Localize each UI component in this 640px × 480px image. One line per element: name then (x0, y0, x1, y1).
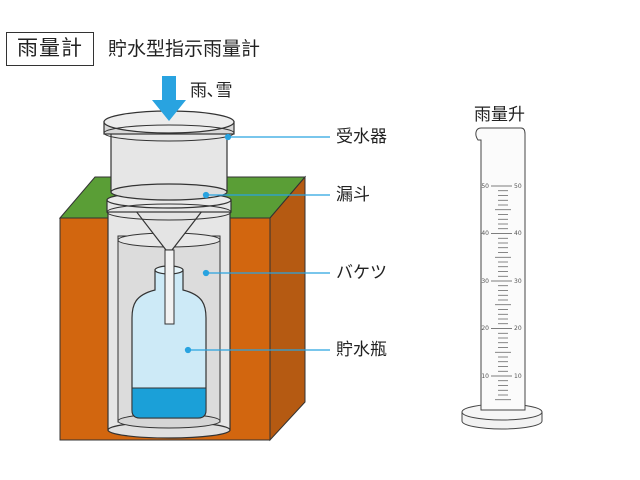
cylinder-scale-ticks (491, 185, 512, 401)
rain-arrow-icon (152, 76, 186, 121)
label-bucket: バケツ (336, 263, 387, 283)
label-rain-snow: 雨､雪 (190, 81, 233, 101)
label-storage-bottle: 貯水瓶 (336, 340, 387, 360)
scale-label-20-left: 20 (481, 325, 489, 332)
label-receiver: 受水器 (336, 127, 387, 147)
label-funnel: 漏斗 (336, 185, 370, 205)
ground-side (269, 175, 306, 442)
storage-bottle (131, 265, 207, 419)
stored-water (131, 387, 207, 419)
cylinder-title: 雨量升 (474, 105, 525, 125)
receiver (103, 110, 235, 201)
measuring-cylinder: 50 50 40 40 30 30 20 20 10 10 (461, 127, 543, 430)
scale-label-30-left: 30 (481, 278, 489, 285)
leader-lines (184, 133, 330, 354)
diagram-subtitle: 貯水型指示雨量計 (108, 38, 261, 60)
diagram-title: 雨量計 (6, 32, 94, 66)
scale-label-30-right: 30 (514, 278, 522, 285)
scale-label-50-right: 50 (514, 183, 522, 190)
scale-label-20-right: 20 (514, 325, 522, 332)
scale-label-40-left: 40 (481, 230, 489, 237)
scale-label-10-right: 10 (514, 373, 522, 380)
scale-label-40-right: 40 (514, 230, 522, 237)
scale-label-10-left: 10 (481, 373, 489, 380)
scale-label-50-left: 50 (481, 183, 489, 190)
